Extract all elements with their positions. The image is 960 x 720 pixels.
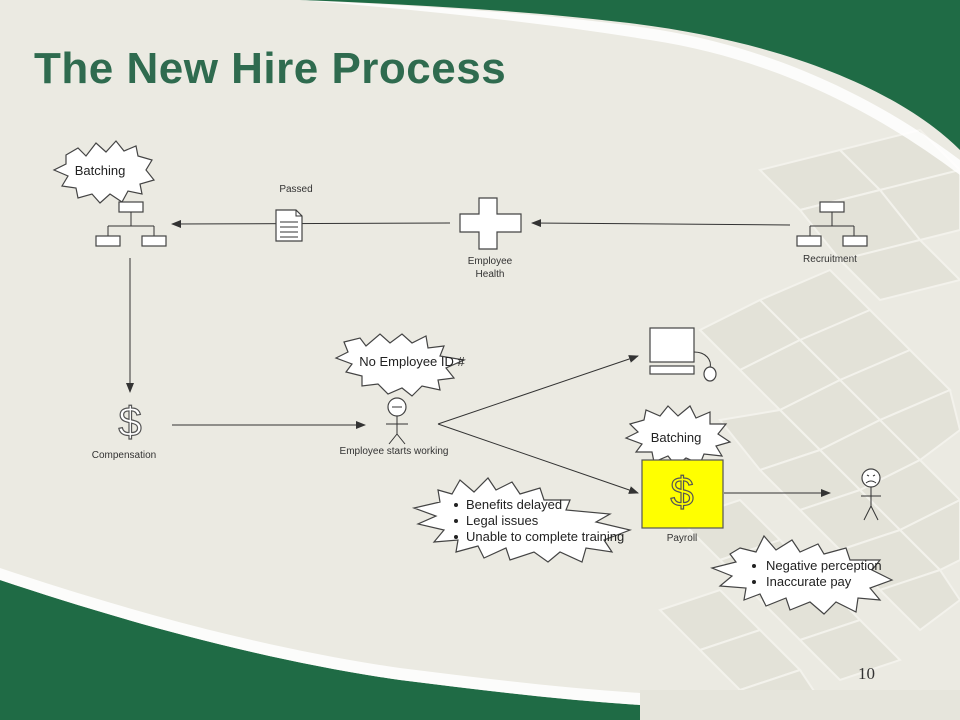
passed-label: Passed (279, 184, 312, 195)
payroll-issue-item: Negative perception (766, 558, 882, 573)
slide-title: The New Hire Process (34, 44, 507, 93)
payroll-box (641, 459, 724, 529)
document-icon (275, 209, 303, 242)
payroll-issue-item: Inaccurate pay (766, 574, 852, 589)
employee-issues-callout (411, 477, 633, 563)
top-band-highlight (300, 0, 960, 175)
payroll-issues-callout (710, 534, 894, 615)
computer-icon (649, 327, 717, 382)
payroll-issues-list: Negative perception Inaccurate pay (752, 558, 882, 589)
recruitment-org-chart-icon (796, 201, 868, 247)
batching-callout-top: Batching (52, 140, 156, 204)
issue-item: Legal issues (466, 513, 539, 528)
employee-issues-list: Benefits delayed Legal issues Unable to … (454, 497, 624, 544)
employee-starts-working-label: Employee starts working (340, 446, 449, 457)
health-cross-icon (459, 197, 522, 250)
batching-top-label: Batching (75, 163, 126, 178)
arrow-employee-to-computer (437, 355, 639, 425)
payroll-dollar-icon: $ (670, 468, 693, 515)
compensation-label: Compensation (92, 450, 156, 461)
issue-item: Unable to complete training (466, 529, 624, 544)
arrow-health-to-org (171, 219, 451, 228)
employee-health-label-line1: Employee (468, 256, 513, 267)
page-number: 10 (858, 664, 875, 683)
bottom-right-panel (640, 690, 960, 720)
batching-payroll-label: Batching (651, 430, 702, 445)
employee-person-icon (386, 397, 408, 445)
bottom-band-highlight (0, 568, 640, 705)
employee-health-label-line2: Health (476, 269, 505, 280)
org-chart-icon (95, 201, 167, 247)
no-employee-id-label: No Employee ID # (359, 354, 465, 369)
arrow-recruitment-to-health (531, 219, 791, 228)
no-employee-id-callout: No Employee ID # (334, 333, 467, 397)
arrow-employee-to-payroll (437, 423, 639, 494)
compensation-dollar-icon: $ (118, 398, 141, 445)
recruitment-label: Recruitment (803, 254, 857, 265)
background-lattice (658, 128, 960, 720)
unhappy-employee-icon (861, 468, 881, 521)
top-band (300, 0, 960, 150)
bottom-band (0, 580, 640, 720)
issue-item: Benefits delayed (466, 497, 562, 512)
payroll-label: Payroll (667, 533, 698, 544)
batching-callout-payroll: Batching (624, 405, 732, 467)
